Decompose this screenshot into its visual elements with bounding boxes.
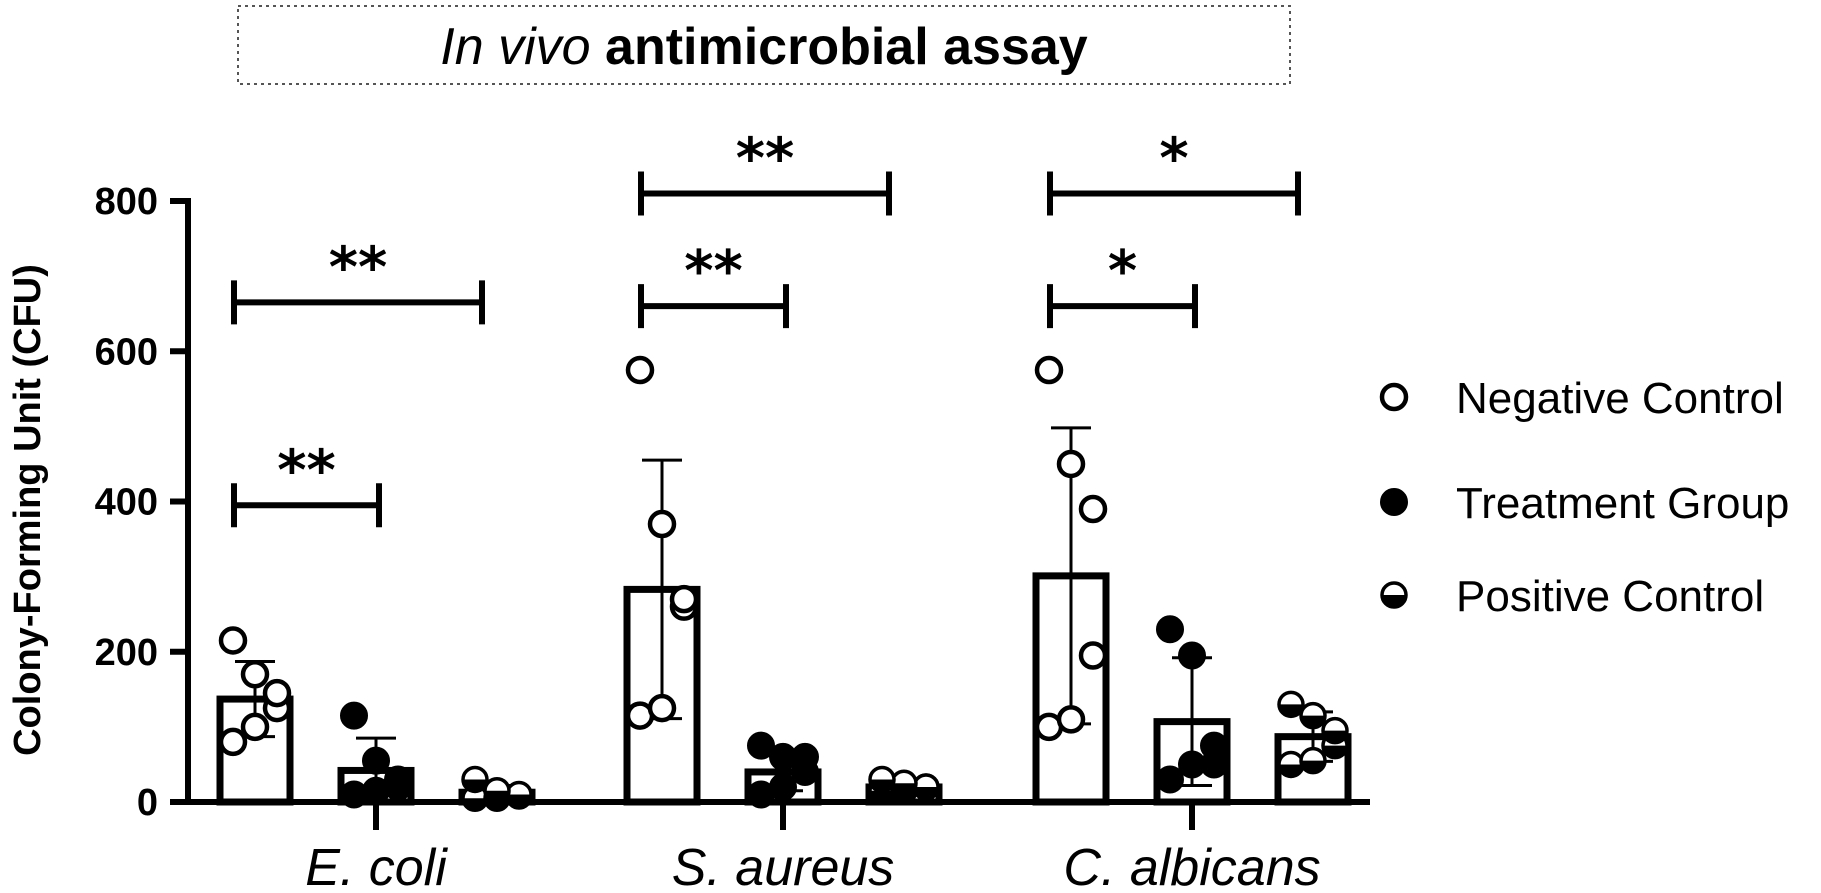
y-tick-label: 800	[95, 181, 158, 223]
data-point	[747, 731, 775, 760]
data-point	[1156, 615, 1184, 644]
legend-label: Treatment Group	[1456, 479, 1789, 528]
data-point	[1156, 765, 1184, 794]
data-point	[340, 701, 368, 730]
data-point-fill	[1279, 764, 1303, 777]
y-tick-label: 600	[95, 331, 158, 373]
data-point	[1277, 750, 1305, 779]
y-ticks: 0 200 400 600 800	[95, 181, 188, 824]
data-point	[769, 742, 797, 771]
data-point-fill	[870, 779, 894, 792]
data-point	[647, 509, 677, 539]
data-point	[1078, 494, 1108, 524]
legend-marker	[1380, 488, 1408, 516]
data-point	[1078, 641, 1108, 670]
data-point	[384, 765, 412, 794]
significance-label: **	[684, 239, 743, 304]
significance-label: *	[1108, 239, 1137, 304]
data-point-fill	[463, 798, 487, 811]
category-labels: E. coli S. aureus C. albicans	[305, 802, 1321, 893]
data-point	[340, 780, 368, 809]
data-point	[262, 678, 292, 708]
data-point-fill	[1323, 745, 1347, 758]
significance-label: **	[329, 235, 388, 300]
data-point	[769, 772, 797, 801]
data-point-fill	[914, 786, 938, 799]
data-point	[218, 727, 248, 757]
data-point	[240, 660, 270, 689]
significance-label: **	[277, 438, 336, 503]
x-tick-label: E. coli	[305, 839, 448, 893]
chart-title: In vivo antimicrobial assay	[440, 18, 1088, 76]
x-tick-label: S. aureus	[672, 839, 895, 893]
data-point	[483, 776, 511, 805]
data-point	[669, 584, 699, 614]
data-point-fill	[1301, 715, 1325, 728]
chart-title-box	[237, 5, 1291, 85]
y-tick-label: 0	[137, 782, 158, 824]
data-point	[461, 765, 489, 794]
data-point-fill	[1323, 730, 1347, 743]
legend-marker	[1380, 581, 1408, 609]
significance-brackets: **********	[231, 126, 1301, 528]
y-tick-label: 400	[95, 482, 158, 524]
legend-marker	[1379, 382, 1409, 412]
data-point-fill	[870, 790, 894, 803]
legend-label: Negative Control	[1456, 374, 1784, 423]
legend-item: Treatment Group	[1380, 479, 1789, 528]
y-axis-label: Colony-Forming Unit (CFU)	[7, 264, 49, 756]
data-point	[912, 773, 940, 801]
legend-item: Positive Control	[1380, 572, 1764, 621]
data-point-fill	[507, 794, 531, 807]
significance-label: **	[736, 126, 795, 191]
data-point	[868, 765, 896, 794]
data-point	[362, 746, 390, 775]
significance-label: *	[1159, 126, 1188, 191]
legend-item: Negative Control	[1379, 374, 1784, 423]
x-tick-label: C. albicans	[1063, 839, 1320, 893]
data-point	[1056, 449, 1086, 479]
y-tick-label: 200	[95, 632, 158, 674]
data-point	[1321, 716, 1349, 745]
data-point-fill	[892, 783, 916, 796]
data-point	[1299, 701, 1327, 730]
data-point	[1178, 641, 1206, 670]
data-point	[505, 780, 533, 809]
data-point	[240, 712, 270, 742]
data-point-fill	[463, 779, 487, 792]
data-point	[625, 355, 655, 385]
data-point-fill	[1279, 704, 1303, 717]
data-point	[218, 626, 248, 655]
data-point	[1299, 746, 1327, 775]
legend-marker-fill	[1382, 595, 1406, 607]
data-point	[647, 693, 677, 723]
data-point	[1056, 705, 1086, 734]
data-point	[1034, 355, 1064, 385]
data-points	[218, 355, 1349, 812]
data-point-fill	[485, 790, 509, 803]
data-point	[890, 769, 918, 797]
data-point-fill	[1301, 760, 1325, 773]
chart-title-italic: In vivo	[440, 18, 590, 76]
data-point	[1277, 690, 1305, 719]
data-point	[1200, 731, 1228, 760]
legend-label: Positive Control	[1456, 572, 1764, 621]
chart-title-rest: antimicrobial assay	[591, 18, 1088, 76]
